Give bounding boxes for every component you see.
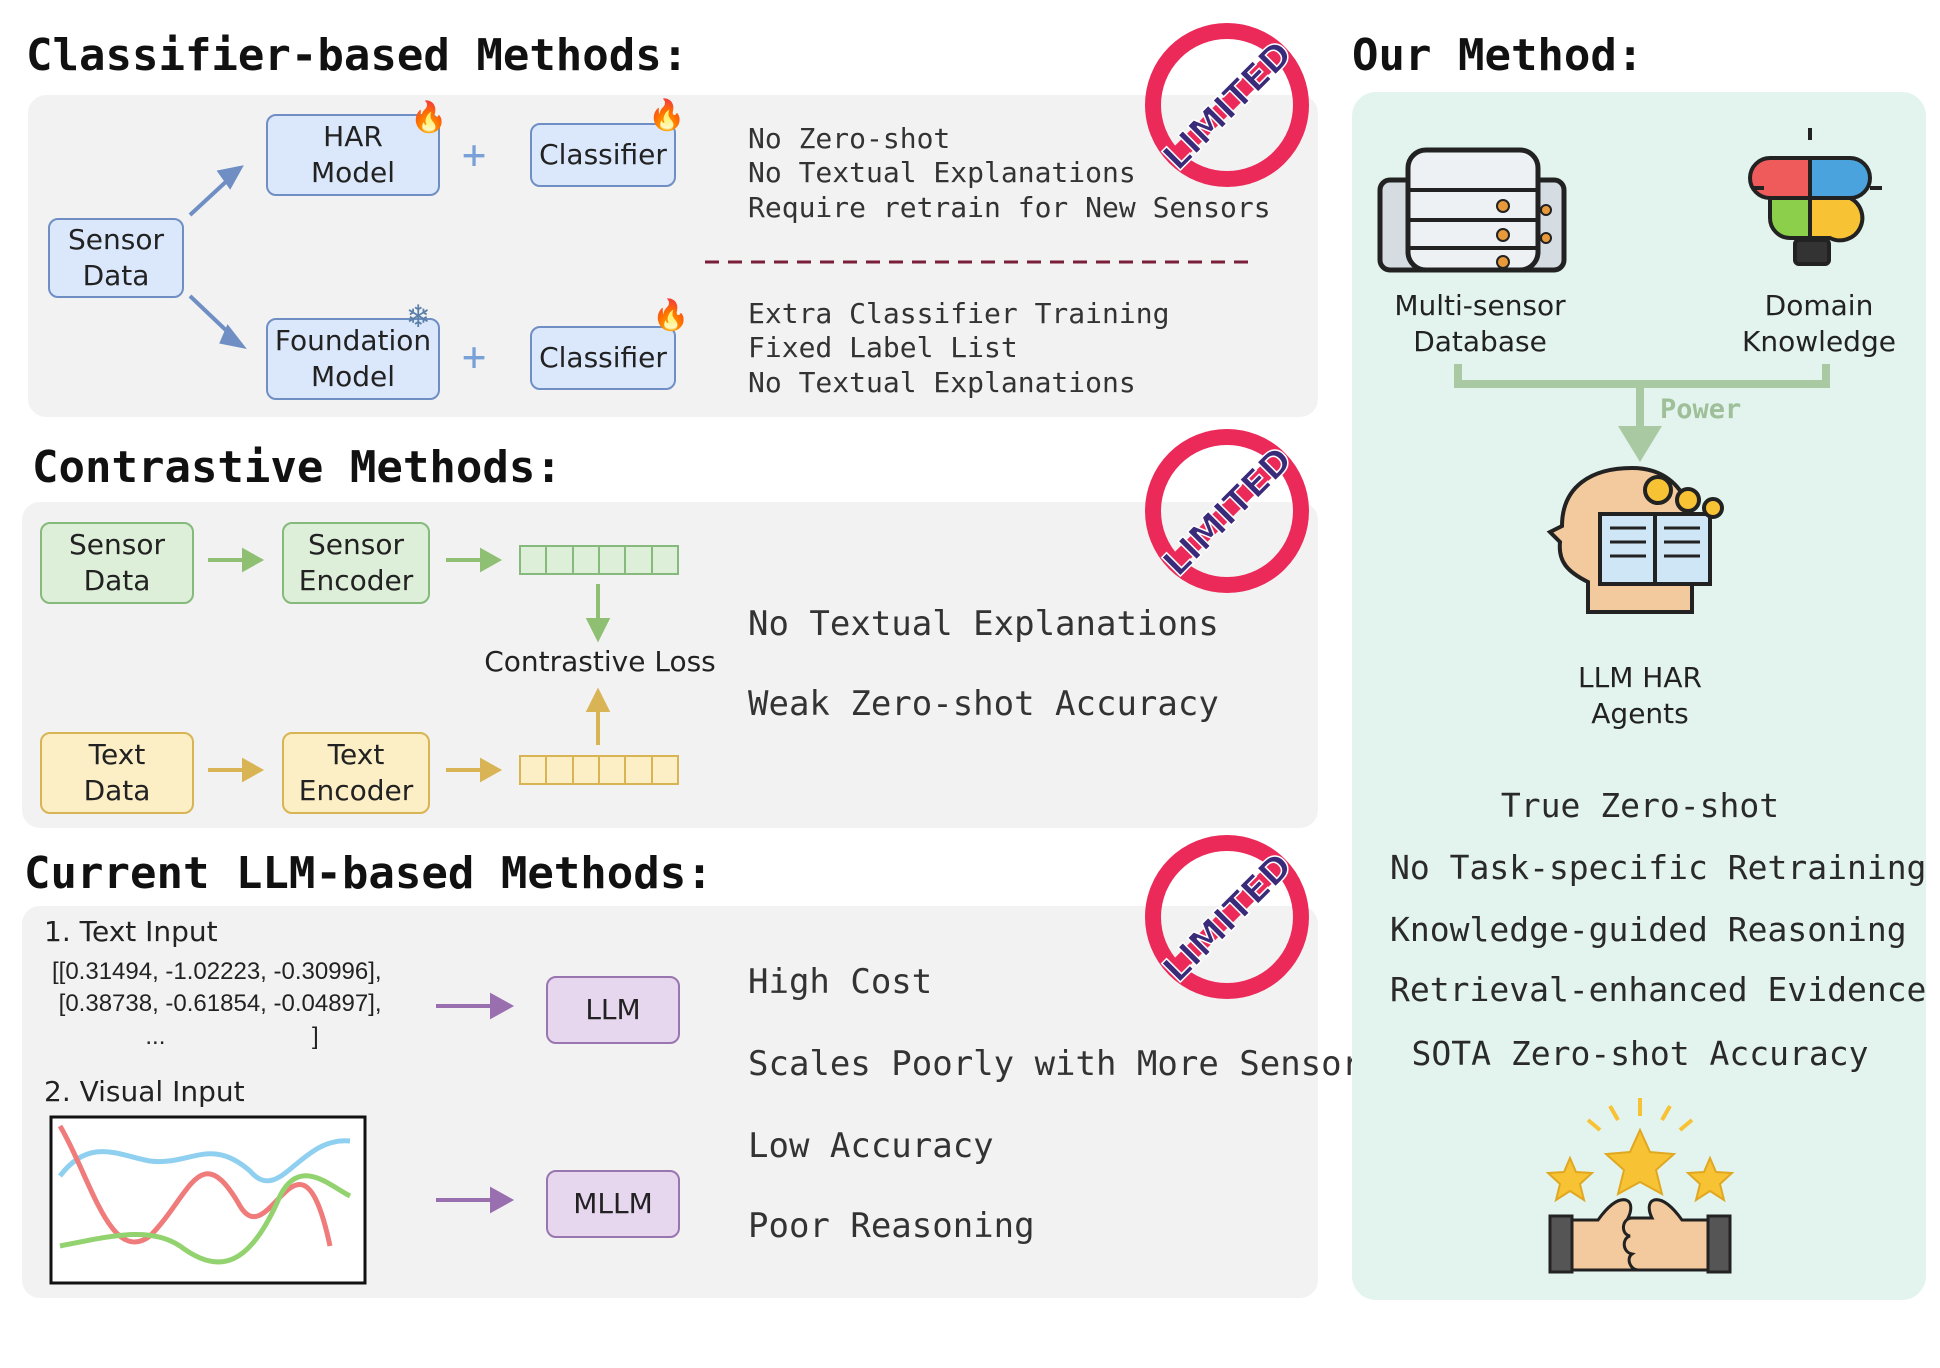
- benefit-item: No Task-specific Retraining: [1390, 848, 1927, 887]
- contrastive-loss-label: Contrastive Loss: [484, 645, 716, 678]
- plus-icon: +: [462, 334, 487, 380]
- text-input-label: 1. Text Input: [44, 915, 218, 948]
- fire-icon: 🔥: [410, 100, 448, 135]
- benefit-item: SOTA Zero-shot Accuracy: [1411, 1034, 1869, 1073]
- limitation-item: Require retrain for New Sensors: [748, 190, 1271, 224]
- limited-stamp-icon: LIMITED: [1145, 23, 1309, 187]
- limited-stamp-icon: LIMITED: [1145, 429, 1309, 593]
- sensor-encoder-box: Sensor Encoder: [282, 522, 430, 604]
- agents-label: LLM HAR Agents: [1578, 661, 1702, 731]
- benefit-item: True Zero-shot: [1500, 786, 1780, 825]
- limitation-item: No Textual Explanations: [748, 604, 1219, 644]
- text-input-data: [[0.31494, -1.02223, -0.30996], [0.38738…: [52, 958, 382, 1050]
- fire-icon: 🔥: [648, 98, 686, 133]
- limitation-item: No Textual Explanations: [748, 365, 1136, 399]
- limitation-item: Weak Zero-shot Accuracy: [748, 684, 1219, 724]
- benefit-item: Knowledge-guided Reasoning: [1390, 910, 1907, 949]
- sensor-data-box: Sensor Data: [40, 522, 194, 604]
- our-method-title: Our Method:: [1352, 30, 1644, 81]
- power-label: Power: [1660, 394, 1742, 425]
- database-label: Multi-sensor Database: [1394, 289, 1566, 359]
- text-encoder-box: Text Encoder: [282, 732, 430, 814]
- snowflake-icon: ❄: [408, 296, 429, 336]
- visual-input-label: 2. Visual Input: [44, 1075, 245, 1108]
- llm-agents-icon: [1546, 465, 1724, 614]
- mllm-box: MLLM: [546, 1170, 680, 1238]
- limitation-item: Extra Classifier Training: [748, 297, 1170, 330]
- llm-box: LLM: [546, 976, 680, 1044]
- har-model-box: HAR Model: [266, 114, 440, 196]
- contrastive-section-title: Contrastive Methods:: [32, 442, 562, 493]
- classifier-limitations-top: No Zero-shot No Textual Explanations Req…: [748, 122, 1271, 225]
- fire-icon: 🔥: [652, 298, 690, 333]
- foundation-model-box: Foundation Model: [266, 318, 440, 400]
- sensor-data-box: Sensor Data: [48, 218, 184, 298]
- database-icon: [1377, 147, 1567, 273]
- plus-icon: +: [462, 132, 487, 178]
- limitation-item: High Cost: [748, 962, 933, 1002]
- limitation-item: Fixed Label List: [748, 331, 1018, 365]
- classifier-section-title: Classifier-based Methods:: [26, 30, 689, 81]
- classifier-limitations-bottom: Extra Classifier Training Fixed Label Li…: [748, 297, 1169, 400]
- limitation-item: Scales Poorly with More Sensors: [748, 1044, 1383, 1084]
- limitation-item: No Textual Explanations: [748, 156, 1136, 190]
- classifier-box-bottom: Classifier: [530, 326, 676, 390]
- knowledge-lightbulb-icon: [1748, 128, 1882, 266]
- limitation-item: Low Accuracy: [748, 1126, 994, 1166]
- limited-stamp-icon: LIMITED: [1145, 835, 1309, 999]
- thumbs-up-stars-icon: [1545, 1098, 1735, 1274]
- knowledge-label: Domain Knowledge: [1742, 289, 1896, 359]
- classifier-box-top: Classifier: [530, 123, 676, 187]
- limitation-item: Poor Reasoning: [748, 1206, 1035, 1246]
- text-data-box: Text Data: [40, 732, 194, 814]
- benefit-item: Retrieval-enhanced Evidence: [1390, 970, 1927, 1009]
- visual-input-plot: [49, 1115, 367, 1285]
- llm-section-title: Current LLM-based Methods:: [24, 848, 713, 899]
- limitation-item: No Zero-shot: [748, 122, 951, 155]
